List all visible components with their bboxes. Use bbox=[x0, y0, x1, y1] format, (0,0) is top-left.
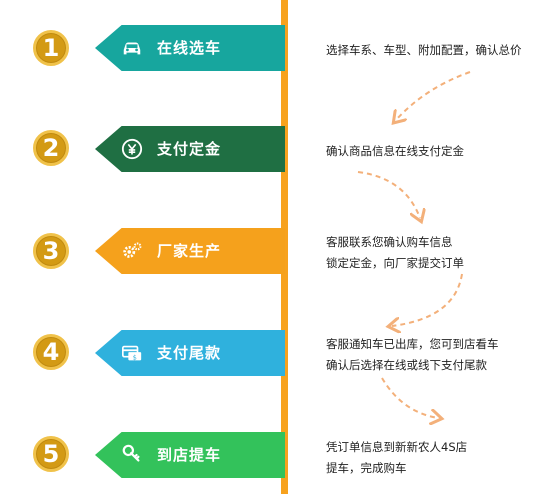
step-1-number-badge: 1 bbox=[33, 30, 69, 66]
step-4-banner: $ 支付尾款 bbox=[95, 330, 285, 376]
step-5-description: 凭订单信息到新新农人4S店 提车，完成购车 bbox=[326, 437, 467, 479]
step-2-description: 确认商品信息在线支付定金 bbox=[326, 141, 464, 162]
arrow-3-to-4 bbox=[392, 273, 463, 326]
step-5-desc-line-2: 提车，完成购车 bbox=[326, 461, 407, 475]
step-1-number: 1 bbox=[42, 34, 60, 62]
step-1-description: 选择车系、车型、附加配置，确认总价 bbox=[326, 40, 522, 61]
step-4-description: 客服通知车已出库，您可到店看车 确认后选择在线或线下支付尾款 bbox=[326, 334, 499, 376]
step-5-number: 5 bbox=[42, 440, 60, 468]
step-1-label: 在线选车 bbox=[157, 39, 222, 57]
arrow-2-to-3 bbox=[357, 171, 420, 218]
step-3-number-badge: 3 bbox=[33, 233, 69, 269]
step-2-number: 2 bbox=[42, 134, 60, 162]
step-2-desc-line-1: 确认商品信息在线支付定金 bbox=[326, 144, 464, 158]
step-3-label: 厂家生产 bbox=[157, 242, 222, 260]
key-icon bbox=[122, 444, 140, 462]
step-3-description: 客服联系您确认购车信息 锁定定金，向厂家提交订单 bbox=[326, 232, 464, 274]
step-2-number-badge: 2 bbox=[33, 130, 69, 166]
step-4-number-badge: 4 bbox=[33, 334, 69, 370]
step-3-number: 3 bbox=[42, 237, 60, 265]
card-cash-icon: $ bbox=[122, 345, 142, 361]
car-icon bbox=[123, 42, 141, 55]
step-2-banner: 支付定金 bbox=[95, 126, 285, 172]
step-3-desc-line-1: 客服联系您确认购车信息 bbox=[326, 235, 453, 249]
step-5-banner: 到店提车 bbox=[95, 432, 285, 478]
step-1-banner: 在线选车 bbox=[95, 25, 285, 71]
step-2-label: 支付定金 bbox=[157, 140, 222, 158]
step-1-desc-line-1: 选择车系、车型、附加配置，确认总价 bbox=[326, 43, 522, 57]
arrow-1-to-2 bbox=[396, 71, 471, 120]
step-3-banner: 厂家生产 bbox=[95, 228, 285, 274]
gears-icon bbox=[123, 242, 142, 258]
step-5-label: 到店提车 bbox=[157, 446, 222, 464]
svg-text:$: $ bbox=[133, 353, 137, 361]
step-4-desc-line-2: 确认后选择在线或线下支付尾款 bbox=[326, 358, 487, 372]
step-3-desc-line-2: 锁定定金，向厂家提交订单 bbox=[326, 256, 464, 270]
step-4-number: 4 bbox=[42, 338, 60, 366]
step-4-desc-line-1: 客服通知车已出库，您可到店看车 bbox=[326, 337, 499, 351]
step-5-desc-line-1: 凭订单信息到新新农人4S店 bbox=[326, 440, 468, 454]
step-4-label: 支付尾款 bbox=[157, 344, 222, 362]
step-5-number-badge: 5 bbox=[33, 436, 69, 472]
arrow-4-to-5 bbox=[381, 377, 438, 418]
yen-coin-icon bbox=[121, 138, 143, 160]
